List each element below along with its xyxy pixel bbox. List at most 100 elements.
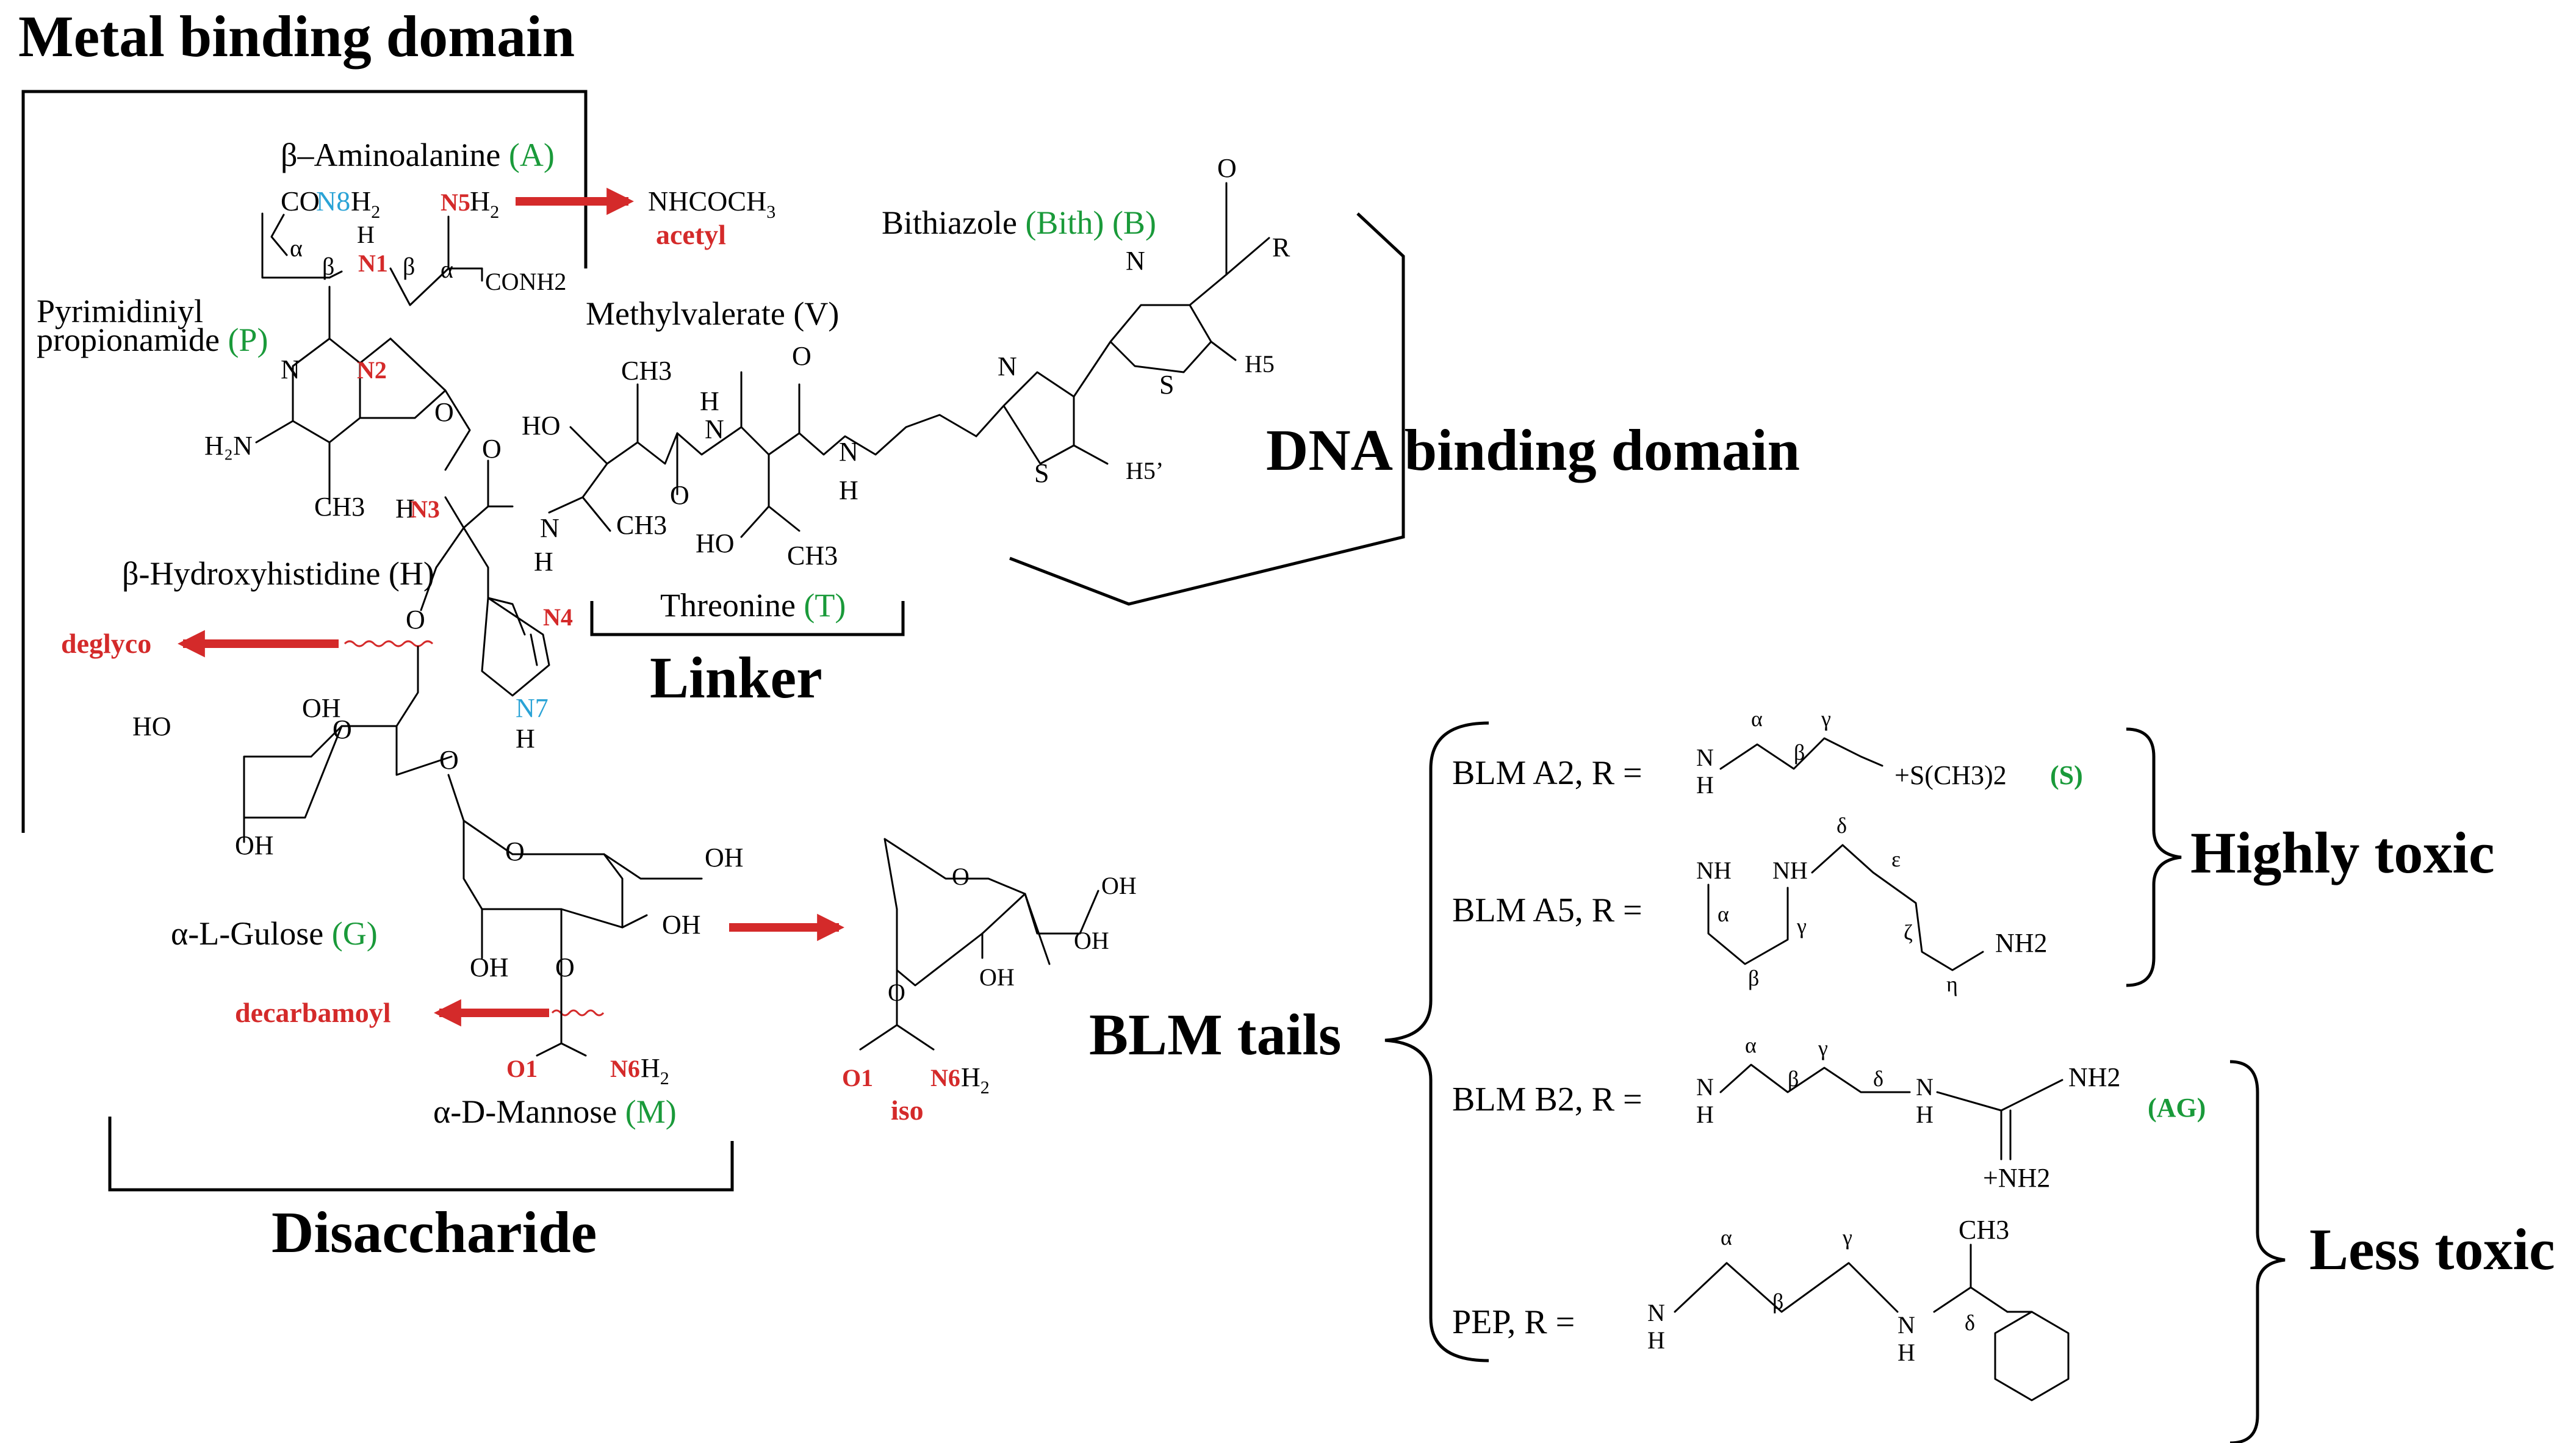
aminoalanine-label: β–Aminoalanine (A) (281, 137, 555, 173)
amide-o: O (434, 397, 454, 427)
tail-h: H (1696, 771, 1714, 799)
tail-label: BLM A2, R = (1452, 754, 1642, 792)
h2n-label: H₂N (204, 431, 253, 461)
aminoalanine-fragment (261, 212, 483, 306)
decarbamoyl-label: decarbamoyl (235, 997, 391, 1028)
mannose-oh6: OH (705, 843, 744, 873)
iso-oh4: OH (1074, 927, 1109, 954)
delta-label: δ (1873, 1067, 1883, 1091)
highly-toxic-brace (2126, 727, 2182, 987)
gamma-label: γ (1842, 1225, 1852, 1250)
thiazole2-s: S (1159, 370, 1174, 400)
pyrimidine-ch3: CH3 (314, 492, 365, 522)
hydroxyhistidine-label: β-Hydroxyhistidine (H) (122, 555, 434, 592)
co-prefix: CO (281, 185, 320, 217)
gamma-label: γ (1821, 707, 1831, 731)
less-toxic-brace (2229, 1060, 2286, 1443)
tail-a2-tag: (S) (2050, 760, 2083, 790)
beta-label: β (1748, 966, 1759, 990)
alpha-label: α (1721, 1225, 1732, 1250)
conh2-label: CONH2 (485, 268, 566, 295)
pyrimidinyl-label-line1: Pyrimidiniyl (37, 293, 203, 329)
beta-label: β (1794, 740, 1805, 765)
iso-n6-atom: N6 (930, 1064, 960, 1092)
acetyl-label: acetyl (656, 219, 726, 250)
threonine-label: Threonine (T) (660, 587, 846, 624)
disaccharide-bracket (108, 1117, 734, 1192)
val-ho: HO (522, 411, 561, 441)
tail-b2-nh2: NH2 (2068, 1062, 2121, 1092)
thiazole1-s: S (1034, 458, 1049, 488)
tails-brace (1384, 721, 1489, 1362)
tail-label: PEP, R = (1452, 1303, 1575, 1341)
n2-atom: N2 (357, 356, 387, 384)
pyrimidinyl-label-line2: propionamide (P) (37, 322, 268, 358)
bithiazole-rings (975, 182, 1270, 465)
linker-title: Linker (650, 645, 822, 710)
beta-label: β (403, 253, 415, 280)
disaccharide-title: Disaccharide (272, 1200, 597, 1265)
valerate-threonine-backbone (548, 371, 977, 538)
n6-h2: H2 (641, 1053, 669, 1089)
blm-a2-row: BLM A2, R = N H +S(CH3)2 (S) α β γ (1452, 707, 2083, 799)
val-ch3: CH3 (621, 356, 672, 386)
tail-h: H (1696, 1101, 1714, 1128)
alpha-label: α (290, 234, 303, 262)
his-carbonyl-o: O (482, 434, 502, 464)
n1-atom: N1 (358, 250, 388, 277)
n8-atom: N8 (316, 185, 350, 217)
gulose-ring-o: O (333, 714, 352, 744)
blm-a5-row: BLM A5, R = NH NH NH2 α β γ δ ε ζ η (1452, 813, 2048, 996)
pep-row: PEP, R = N H N H CH3 α β γ δ (1452, 1215, 2070, 1402)
n4-atom: N4 (543, 603, 573, 631)
iso-n6-h2: H2 (961, 1062, 990, 1098)
n3-atom: N3 (410, 495, 440, 523)
thiazole1-n: N (998, 351, 1017, 381)
blm-b2-row: BLM B2, R = N H N H NH2 +NH2 (AG) α β γ … (1452, 1033, 2206, 1193)
gulose-ho6: HO (132, 711, 171, 741)
phenyl-ring (1994, 1311, 2070, 1402)
iso-o2: O (888, 979, 905, 1006)
tail-b2-group: +NH2 (1983, 1163, 2050, 1193)
metal-binding-domain-title: Metal binding domain (18, 4, 575, 69)
dna-binding-bracket (1009, 212, 1405, 606)
blm-tails-title: BLM tails (1089, 1002, 1341, 1067)
glycosidic-o: O (439, 745, 459, 775)
his-nh-n: N (540, 513, 559, 543)
tail-nh: NH (1772, 857, 1808, 884)
deglyco-cleavage-mark (344, 640, 434, 647)
gulose-label: α-L-Gulose (G) (171, 915, 378, 952)
pyrimidine-ring (255, 286, 471, 505)
linker-bracket (590, 601, 905, 636)
alpha-label: α (1718, 902, 1729, 926)
beta-label: β (1788, 1067, 1799, 1091)
gamma-label: γ (1796, 914, 1807, 938)
mannose-oh4: OH (662, 910, 701, 940)
val-nh-h: H (700, 386, 719, 416)
bith-r: R (1272, 232, 1290, 262)
gulose-oh4: OH (235, 830, 274, 860)
thr-ho: HO (696, 528, 735, 558)
tail-a2-group: +S(CH3)2 (1894, 760, 2007, 790)
thr-ch3: CH3 (787, 541, 838, 570)
gulose-ring (243, 646, 453, 843)
mannose-oh2: OH (470, 952, 509, 982)
bithiazole-label: Bithiazole (Bith) (B) (882, 204, 1156, 241)
decarbamoyl-cleavage-mark (551, 1009, 605, 1017)
tail-label: BLM A5, R = (1452, 891, 1642, 929)
pyrimidine-n: N (281, 354, 300, 384)
iso-oh6: OH (1101, 872, 1137, 899)
methylvalerate-label: Methylvalerate (V) (586, 295, 839, 332)
n7-atom: N7 (516, 693, 549, 723)
gulose-oh: OH (302, 693, 341, 723)
tail-pep-ch3: CH3 (1959, 1215, 2009, 1245)
mannose-label: α-D-Mannose (M) (433, 1093, 677, 1130)
h5p-label: H5’ (1126, 457, 1164, 484)
tail-h: H (1916, 1101, 1934, 1128)
n1-h: H (357, 221, 375, 248)
thr-o: O (792, 341, 811, 371)
n6-atom: N6 (610, 1055, 640, 1082)
hydroxyhistidine-fragment (420, 459, 550, 697)
iso-oh3: OH (979, 963, 1015, 991)
tail-n2: N (1898, 1311, 1915, 1339)
